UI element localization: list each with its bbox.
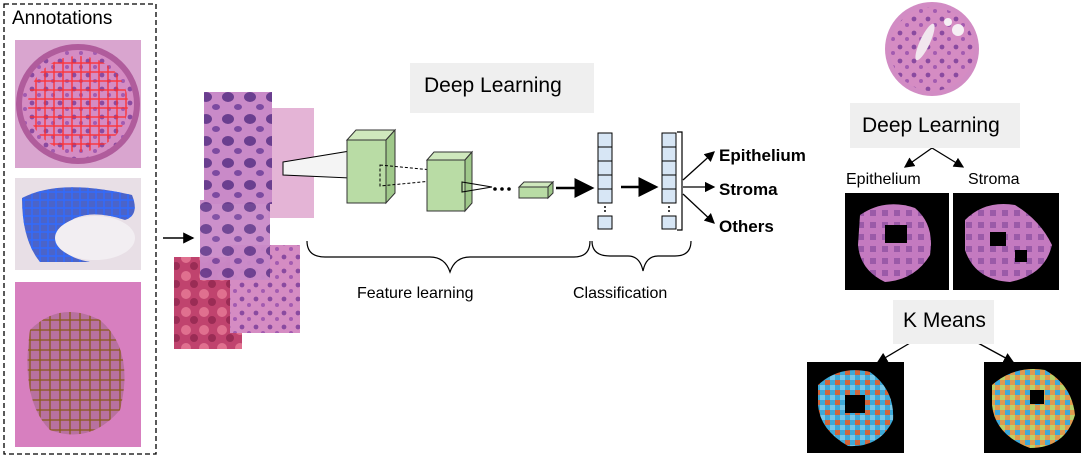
seg-arrow-epithelium — [903, 147, 933, 168]
classification-label: Classification — [573, 285, 668, 302]
kmeans-label: K Means — [903, 309, 986, 332]
kmeans-cluster-map-epithelium — [807, 362, 904, 453]
kmeans-arrow-right — [977, 342, 1015, 363]
tma-core-image — [885, 2, 979, 96]
annotation-image-others — [15, 282, 141, 447]
class-others: Others — [719, 217, 774, 236]
class-stroma: Stroma — [719, 180, 778, 199]
seg-deep-learning-box — [850, 103, 1020, 148]
annotations-panel-border — [3, 3, 157, 455]
kmeans-box — [893, 300, 994, 344]
seg-arrow-stroma — [931, 147, 965, 168]
fc-vector-1 — [597, 132, 613, 230]
annotations-title: Annotations — [12, 8, 113, 29]
seg-deep-learning-label: Deep Learning — [862, 114, 1000, 137]
seg-stroma-label: Stroma — [968, 171, 1020, 188]
feature-learning-brace — [306, 240, 591, 274]
output-arrow-others — [682, 193, 715, 224]
kmeans-arrow-left — [876, 342, 911, 363]
deep-learning-label: Deep Learning — [424, 74, 562, 97]
seg-epithelium-label: Epithelium — [846, 171, 921, 188]
deep-learning-box — [410, 63, 594, 113]
classification-brace — [591, 240, 692, 272]
epithelium-segmentation-map — [845, 193, 949, 290]
output-arrow-epithelium — [682, 151, 715, 181]
cnn-feature-layers — [282, 128, 555, 213]
annotation-image-epithelium — [15, 40, 141, 168]
fc-vector-2 — [661, 131, 683, 231]
annotation-image-stroma — [15, 178, 141, 270]
class-epithelium: Epithelium — [719, 146, 806, 165]
stroma-segmentation-map — [953, 193, 1059, 290]
feature-learning-label: Feature learning — [357, 285, 474, 302]
kmeans-cluster-map-stroma — [984, 362, 1081, 453]
image-patch-stack — [174, 92, 314, 349]
